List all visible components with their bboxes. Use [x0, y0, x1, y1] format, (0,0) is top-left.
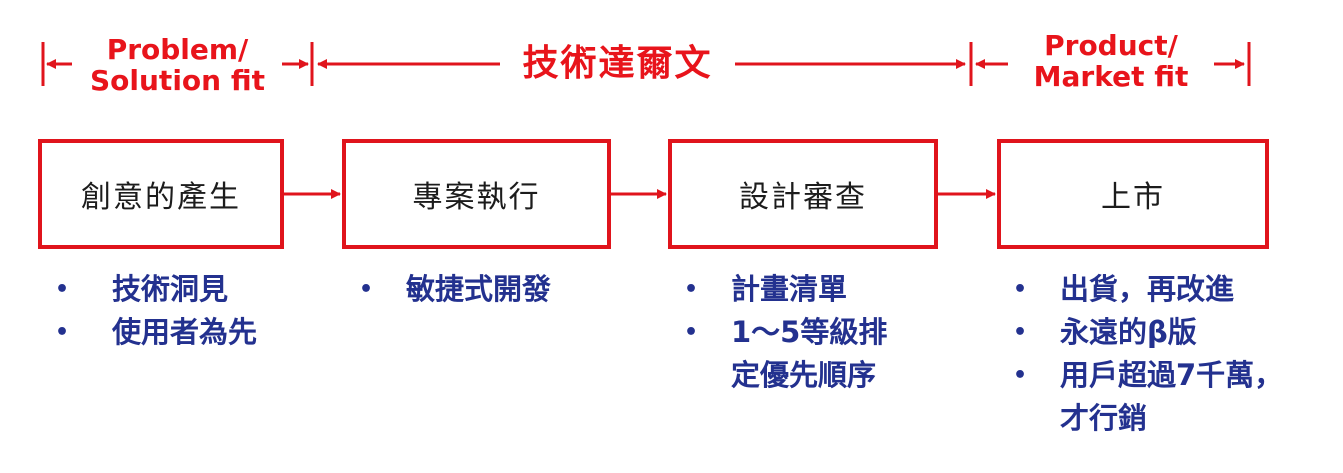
list-item: •永遠的β版: [1010, 311, 1283, 354]
stage-box-design-review: 設計審查: [668, 139, 938, 249]
list-item: •使用者為先: [52, 311, 257, 354]
list-item: •敏捷式開發: [356, 268, 551, 311]
stage-box-project-execution: 專案執行: [342, 139, 611, 249]
bullet-dot: •: [1012, 320, 1028, 345]
stage-label: 專案執行: [412, 180, 541, 215]
phase-problem-solution-fit: Problem/ Solution fit: [80, 34, 275, 97]
list-item: •用戶超過7千萬， 才行銷: [1010, 354, 1283, 440]
project-execution-bullets: •敏捷式開發: [356, 268, 551, 311]
stage-label: 創意的產生: [81, 180, 241, 215]
bullet-dot: •: [54, 320, 70, 345]
list-item: •1～5等級排 定優先順序: [681, 311, 887, 397]
phase-technical-darwinism: 技術達爾文: [505, 43, 730, 85]
list-item: •計畫清單: [681, 268, 887, 311]
stage-label: 上市: [1101, 180, 1165, 215]
stage-label: 設計審查: [739, 180, 867, 215]
bullet-dot: •: [358, 277, 374, 302]
list-item: •出貨，再改進: [1010, 268, 1283, 311]
bullet-dot: •: [683, 277, 699, 302]
bullet-dot: •: [683, 320, 699, 345]
bullet-dot: •: [1012, 277, 1028, 302]
stage-box-launch: 上市: [997, 139, 1269, 249]
stage-box-ideation: 創意的產生: [38, 139, 284, 249]
bullet-dot: •: [1012, 363, 1028, 388]
launch-bullets: •出貨，再改進 •永遠的β版 •用戶超過7千萬， 才行銷: [1010, 268, 1283, 440]
phase-product-market-fit: Product/ Market fit: [1012, 30, 1210, 93]
list-item: •技術洞見: [52, 268, 257, 311]
design-review-bullets: •計畫清單 •1～5等級排 定優先順序: [681, 268, 887, 397]
bullet-dot: •: [54, 277, 70, 302]
ideation-bullets: •技術洞見 •使用者為先: [52, 268, 257, 354]
